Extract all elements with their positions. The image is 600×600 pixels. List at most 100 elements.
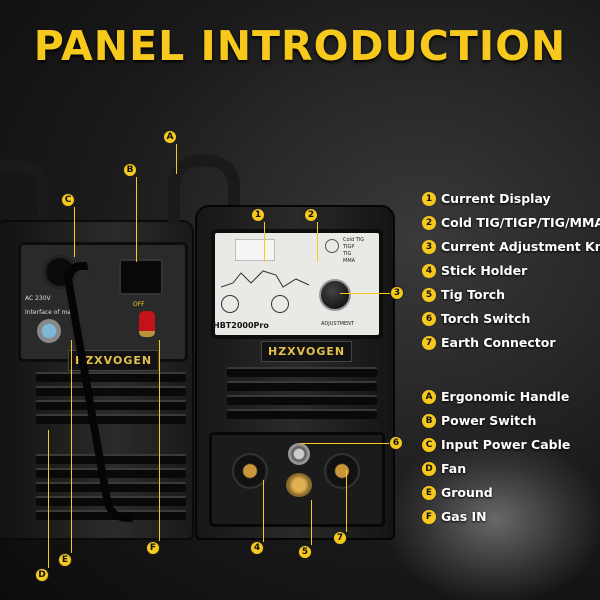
torch-switch-connector [288, 443, 310, 465]
marker-3: 3 [390, 286, 404, 300]
legend-label: Current Display [441, 191, 551, 206]
badge-a: A [422, 389, 436, 404]
legend-label: Ergonomic Handle [441, 389, 570, 404]
legend-label: Power Switch [441, 413, 537, 428]
badge-2: 2 [422, 215, 436, 230]
voltage-label: AC 230V [25, 295, 51, 302]
marker-c: C [61, 193, 75, 207]
front-vents [227, 367, 377, 419]
badge-1: 1 [422, 191, 436, 206]
page-title: PANEL INTRODUCTION [33, 22, 567, 70]
badge-7: 7 [422, 335, 436, 350]
model-label: HBT2000Pro [213, 321, 269, 330]
badge-e: E [422, 485, 436, 500]
machine-front: Cold TIG TIGP TIG MMA ADJUSTMENT HBT2000… [195, 205, 395, 540]
legend-label: Tig Torch [441, 287, 506, 302]
callout-line-f [159, 340, 160, 541]
callout-line-b [136, 177, 137, 262]
power-switch[interactable] [119, 259, 163, 295]
mask-label: Interface of mask [25, 309, 78, 316]
legend-item: D Fan [422, 461, 466, 476]
mode-tigp: TIGP [343, 244, 355, 250]
marker-f: F [146, 541, 160, 555]
legend-item: 5 Tig Torch [422, 287, 505, 302]
mode-mma: MMA [343, 258, 356, 264]
badge-4: 4 [422, 263, 436, 278]
callout-line-5 [311, 500, 312, 545]
legend-item: F Gas IN [422, 509, 487, 524]
callout-line-2 [317, 222, 318, 262]
stick-holder-socket [232, 453, 268, 489]
mode-labels: Cold TIG TIGP TIG MMA [343, 237, 364, 265]
badge-c: C [422, 437, 436, 452]
callout-line-7 [346, 470, 347, 532]
legend-label: Current Adjustment Knob [441, 239, 600, 254]
legend-item: 1 Current Display [422, 191, 551, 206]
marker-b: B [123, 163, 137, 177]
up-button[interactable] [221, 295, 239, 313]
legend-label: Torch Switch [441, 311, 531, 326]
callout-line-4 [263, 480, 264, 542]
legend-item: 2 Cold TIG/TIGP/TIG/MMA [422, 215, 600, 230]
callout-line-e [71, 340, 72, 553]
fan-vents-lower [36, 454, 186, 520]
marker-6: 6 [389, 436, 403, 450]
callout-line-3 [340, 293, 390, 294]
marker-e: E [58, 553, 72, 567]
badge-d: D [422, 461, 436, 476]
mode-button[interactable] [325, 239, 339, 253]
current-display [235, 239, 275, 261]
tig-torch-socket [286, 473, 312, 497]
marker-5: 5 [298, 545, 312, 559]
badge-3: 3 [422, 239, 436, 254]
brand-logo-back: HZXVOGEN [68, 350, 160, 371]
marker-1: 1 [251, 208, 265, 222]
fan-vents-upper [36, 372, 186, 424]
marker-2: 2 [304, 208, 318, 222]
legend-item: A Ergonomic Handle [422, 389, 569, 404]
mode-cold-tig: Cold TIG [343, 237, 365, 243]
legend-label: Stick Holder [441, 263, 528, 278]
legend-label: Fan [441, 461, 467, 476]
callout-line-c [74, 207, 75, 257]
marker-d: D [35, 568, 49, 582]
down-button[interactable] [271, 295, 289, 313]
badge-f: F [422, 509, 436, 524]
parameter-curve [221, 270, 310, 288]
brand-logo-front: HZXVOGEN [261, 341, 353, 362]
gas-off-label: OFF [133, 301, 145, 308]
back-panel: AC 230V Interface of mask OFF [18, 242, 188, 362]
machine-back: AC 230V Interface of mask OFF HZXVOGEN [0, 220, 194, 540]
legend-label: Earth Connector [441, 335, 556, 350]
badge-b: B [422, 413, 436, 428]
legend-label: Gas IN [441, 509, 487, 524]
callout-line-d [48, 430, 49, 568]
legend-label: Cold TIG/TIGP/TIG/MMA [441, 215, 600, 230]
badge-5: 5 [422, 287, 436, 302]
badge-6: 6 [422, 311, 436, 326]
legend-item: B Power Switch [422, 413, 536, 428]
earth-connector-socket [324, 453, 360, 489]
callout-line-a [176, 144, 177, 174]
legend-item: E Ground [422, 485, 493, 500]
power-cable-gland [43, 255, 77, 289]
current-adjustment-knob[interactable] [319, 279, 351, 311]
callout-line-1 [264, 222, 265, 262]
mode-tig: TIG [343, 251, 352, 257]
legend-item: C Input Power Cable [422, 437, 570, 452]
legend-item: 6 Torch Switch [422, 311, 530, 326]
legend-item: 4 Stick Holder [422, 263, 527, 278]
marker-a: A [163, 130, 177, 144]
marker-4: 4 [250, 541, 264, 555]
callout-line-6 [300, 443, 390, 444]
control-panel: Cold TIG TIGP TIG MMA ADJUSTMENT HBT2000… [211, 229, 383, 339]
legend-label: Input Power Cable [441, 437, 571, 452]
gas-inlet [139, 311, 155, 337]
legend-label: Ground [441, 485, 493, 500]
legend-item: 7 Earth Connector [422, 335, 556, 350]
adjustment-label: ADJUSTMENT [321, 321, 354, 327]
marker-7: 7 [333, 531, 347, 545]
legend-item: 3 Current Adjustment Knob [422, 239, 600, 254]
mask-connector [37, 319, 61, 343]
